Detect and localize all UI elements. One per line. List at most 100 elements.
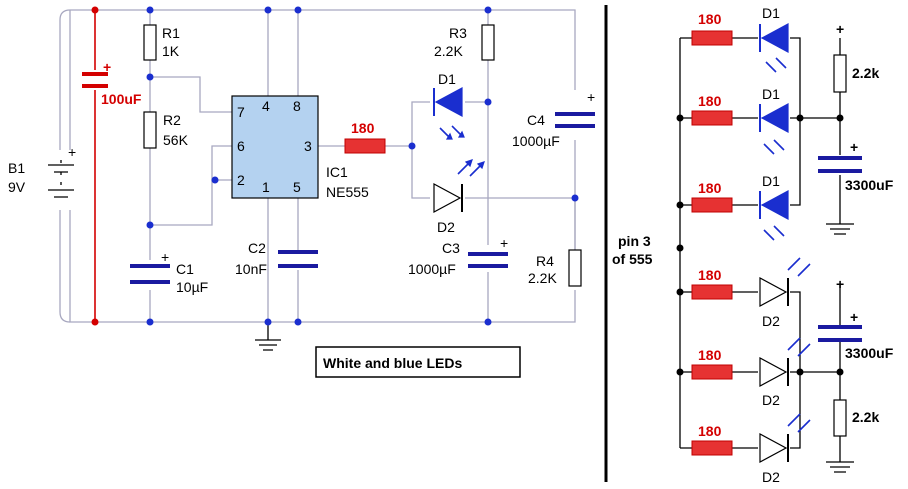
ground-icon — [255, 322, 281, 351]
resistor-2k2-top — [833, 54, 847, 93]
led-d2 — [433, 159, 485, 214]
ic-pin-6: 6 — [237, 138, 245, 154]
r4-value: 2.2K — [528, 270, 557, 286]
led-d1 — [759, 22, 789, 73]
caption: White and blue LEDs — [323, 355, 462, 371]
ground-icon — [826, 218, 854, 235]
ic-pin-2: 2 — [237, 172, 245, 188]
r3-ref: R3 — [449, 25, 467, 41]
ic-pin-3: 3 — [304, 138, 312, 154]
junction-dots-left — [91, 6, 579, 326]
c1-plus: + — [161, 249, 169, 265]
cap-bottom-minus-plus: + — [836, 276, 844, 292]
caption-box — [315, 346, 521, 378]
resistor-180 — [691, 30, 733, 46]
left-wires — [59, 9, 576, 323]
d1-label: D1 — [762, 86, 780, 102]
battery-value: 9V — [8, 179, 26, 195]
resistor-180 — [344, 138, 386, 154]
pin-label-line1: pin 3 — [618, 233, 651, 249]
cap-c1 — [130, 260, 170, 290]
c3-plus: + — [500, 235, 508, 251]
c4-ref: C4 — [527, 112, 545, 128]
junction-dots-right — [676, 114, 844, 376]
r180-label: 180 — [698, 423, 722, 439]
resistor-r3 — [481, 24, 495, 61]
r4-ref: R4 — [536, 253, 554, 269]
ic-ne555 — [231, 95, 319, 199]
c4-value: 1000µF — [512, 133, 560, 149]
d2-ref: D2 — [437, 219, 455, 235]
cap-top-value: 3300uF — [845, 177, 894, 193]
ic-value: NE555 — [326, 184, 369, 200]
resistor-r2 — [143, 111, 157, 149]
r180-label: 180 — [698, 11, 722, 27]
cap-3300uf-bottom — [818, 325, 862, 342]
r-top-value: 2.2k — [852, 65, 879, 81]
c1-value: 10µF — [176, 279, 208, 295]
resistor-180 — [691, 284, 733, 300]
r2-ref: R2 — [163, 112, 181, 128]
cap-c2 — [278, 250, 318, 268]
resistor-180 — [691, 110, 733, 126]
ic-pin-8: 8 — [293, 98, 301, 114]
ic-ref: IC1 — [326, 164, 348, 180]
d1-label: D1 — [762, 5, 780, 21]
ic-pin-1: 1 — [262, 179, 270, 195]
ic-pin-5: 5 — [293, 179, 301, 195]
c2-value: 10nF — [235, 261, 267, 277]
led-d1 — [433, 86, 465, 140]
r1-ref: R1 — [162, 25, 180, 41]
c3-ref: C3 — [442, 240, 460, 256]
r2-value: 56K — [163, 132, 189, 148]
r180-label: 180 — [698, 180, 722, 196]
resistor-180 — [691, 440, 733, 456]
r180-label: 180 — [698, 347, 722, 363]
cap-100uf-value: 100uF — [101, 91, 142, 107]
d2-label: D2 — [762, 392, 780, 408]
led-d1 — [759, 189, 789, 241]
r1-value: 1K — [162, 43, 180, 59]
c2-ref: C2 — [248, 240, 266, 256]
cap-bottom-value: 3300uF — [845, 345, 894, 361]
cap-bottom-plus: + — [850, 309, 858, 325]
d1-ref: D1 — [438, 71, 456, 87]
ic-pin-7: 7 — [237, 104, 245, 120]
pin-label-line2: of 555 — [612, 251, 653, 267]
ground-icon — [826, 461, 854, 473]
d2-label: D2 — [762, 469, 780, 485]
resistor-180-value: 180 — [351, 120, 375, 136]
led-d2 — [759, 257, 811, 308]
resistor-180 — [691, 364, 733, 380]
d2-label: D2 — [762, 313, 780, 329]
r-bottom-value: 2.2k — [852, 409, 879, 425]
cap-100uf-plus: + — [103, 59, 111, 75]
c4-plus: + — [587, 89, 595, 105]
led-d2 — [759, 337, 811, 388]
cap-c4 — [555, 110, 595, 132]
ic-pin-4: 4 — [262, 98, 270, 114]
battery-ref: B1 — [8, 160, 25, 176]
r-top-plus: + — [836, 21, 844, 37]
led-d2 — [759, 413, 811, 464]
resistor-180 — [691, 197, 733, 213]
r180-label: 180 — [698, 93, 722, 109]
r3-value: 2.2K — [434, 43, 463, 59]
battery-plus: + — [68, 144, 76, 160]
d1-label: D1 — [762, 173, 780, 189]
cap-top-plus: + — [850, 139, 858, 155]
right-resistors-180 — [691, 30, 733, 456]
cap-c3 — [468, 250, 508, 270]
resistor-r4 — [568, 249, 582, 287]
r180-label: 180 — [698, 267, 722, 283]
cap-3300uf-top — [818, 156, 862, 173]
resistor-r1 — [143, 24, 157, 61]
battery-b1 — [48, 150, 74, 210]
resistor-2k2-bottom — [833, 399, 847, 437]
led-d1 — [759, 102, 789, 155]
c3-value: 1000µF — [408, 261, 456, 277]
cap-100uf — [82, 70, 108, 90]
c1-ref: C1 — [176, 261, 194, 277]
